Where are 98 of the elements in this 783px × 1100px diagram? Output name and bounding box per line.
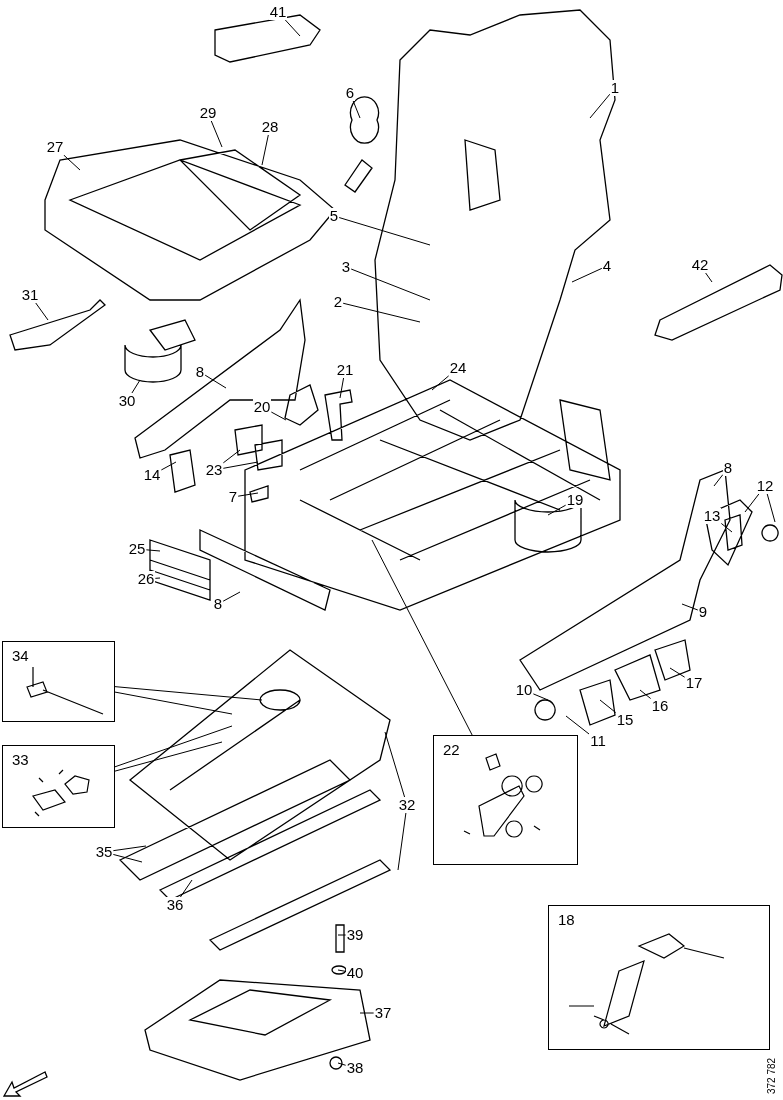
callout-number: 19 (565, 492, 585, 508)
leader-line (112, 845, 147, 852)
leader-line (359, 1012, 375, 1014)
callout-number: 33 (11, 752, 30, 768)
leader-line (371, 539, 473, 736)
inset-frame (2, 641, 115, 722)
leader-line (112, 853, 143, 863)
leader-line (720, 523, 733, 533)
leader-line (114, 741, 223, 772)
leader-line (352, 100, 361, 119)
leader-line (639, 689, 652, 700)
callout-number: 8 (212, 596, 224, 612)
callout-number: 8 (722, 460, 734, 476)
leader-line (350, 268, 431, 301)
leader-line (565, 715, 590, 735)
callout-number: 23 (204, 462, 224, 478)
leader-line (384, 731, 406, 798)
callout-number: 42 (690, 257, 710, 273)
callout-number: 18 (557, 912, 576, 928)
callout-number: 24 (448, 360, 468, 376)
leader-line (160, 461, 177, 471)
callout-number: 31 (20, 287, 40, 303)
leader-line (547, 504, 567, 516)
leader-line (261, 134, 269, 166)
leader-line (237, 492, 259, 497)
callout-number: 22 (442, 742, 461, 758)
callout-number: 26 (136, 571, 156, 587)
callout-number: 16 (650, 698, 670, 714)
leader-line (222, 591, 241, 602)
drawing-number: 372 782 (766, 1057, 777, 1094)
leader-line (204, 374, 227, 389)
callout-number: 4 (601, 258, 613, 274)
callout-number: 39 (345, 927, 365, 943)
callout-number: 34 (11, 648, 30, 664)
callout-number: 29 (198, 105, 218, 121)
leader-line (145, 549, 161, 552)
leader-line (713, 474, 724, 487)
leader-line (270, 411, 287, 421)
callout-number: 38 (345, 1060, 365, 1076)
callout-number: 5 (328, 208, 340, 224)
leader-line (179, 879, 193, 898)
leader-line (210, 120, 223, 148)
leader-line (744, 493, 760, 513)
leader-line (114, 691, 233, 715)
leader-line (131, 379, 141, 394)
callout-number: 36 (165, 897, 185, 913)
leader-line (222, 449, 241, 464)
callout-number: 2 (332, 294, 344, 310)
leader-line (342, 302, 421, 323)
leader-line (599, 699, 617, 714)
callout-number: 28 (260, 119, 280, 135)
leader-line (35, 302, 49, 321)
callout-number: 25 (127, 541, 147, 557)
callout-number: 8 (194, 364, 206, 380)
callout-number: 20 (252, 399, 272, 415)
callout-number: 17 (684, 675, 704, 691)
callout-number: 12 (755, 478, 775, 494)
callout-number: 32 (397, 797, 417, 813)
leader-line (339, 377, 345, 399)
callout-number: 37 (373, 1005, 393, 1021)
leader-line (63, 154, 81, 171)
leader-line (589, 93, 611, 119)
callout-number: 21 (335, 362, 355, 378)
leader-line (669, 667, 686, 678)
callout-number: 35 (94, 844, 114, 860)
callout-number: 1 (609, 80, 621, 96)
callout-number: 40 (345, 965, 365, 981)
callout-number: 7 (227, 489, 239, 505)
callout-number: 9 (697, 604, 709, 620)
callout-number: 13 (702, 508, 722, 524)
inset-frame (2, 745, 115, 828)
leader-line (766, 493, 776, 523)
leader-line (338, 217, 431, 246)
callout-number: 11 (589, 733, 607, 749)
leader-line (337, 1062, 347, 1066)
leader-line (337, 934, 347, 936)
leader-line (337, 969, 347, 972)
leader-line (222, 461, 259, 469)
inset-frame (433, 735, 578, 865)
callout-number: 27 (45, 139, 65, 155)
leader-line (681, 603, 699, 611)
leader-line (532, 693, 549, 701)
leader-line (397, 812, 407, 871)
leader-line (154, 577, 161, 579)
callout-number: 30 (117, 393, 137, 409)
callout-number: 14 (142, 467, 162, 483)
callout-number: 3 (340, 259, 352, 275)
leader-line (705, 272, 713, 283)
inset-frame (548, 905, 770, 1050)
leader-line (114, 725, 233, 768)
callout-number: 41 (268, 4, 288, 20)
callout-number: 6 (344, 85, 356, 101)
callout-number: 15 (615, 712, 635, 728)
leader-line (571, 267, 603, 283)
leader-line (431, 375, 450, 391)
leader-line (284, 19, 301, 37)
leader-line (114, 686, 263, 701)
callout-number: 10 (514, 682, 534, 698)
